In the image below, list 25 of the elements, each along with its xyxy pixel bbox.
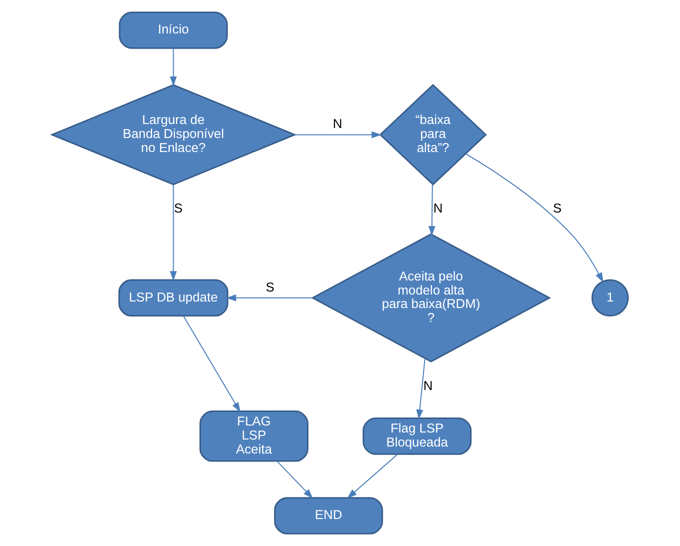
node-diamond: Largura de Banda Disponível no Enlace?: [50, 84, 297, 186]
arrow: [170, 48, 177, 86]
node-box: FLAG LSP Aceita: [199, 410, 308, 462]
edge-label: S: [266, 279, 274, 294]
node-diamond: “baixa para alta”?: [379, 84, 487, 186]
arrow: [182, 315, 240, 412]
arrow: [416, 358, 426, 420]
edge-label: N: [332, 116, 342, 132]
edge-label: N: [433, 200, 443, 216]
arrow: [428, 184, 436, 236]
arrow: [276, 460, 314, 499]
arrow: [170, 184, 177, 282]
edge-label: N: [423, 378, 433, 393]
node-box: Flag LSP Bloqueada: [362, 418, 472, 455]
node-diamond: Aceita pelo modelo alta para baixa(RDM) ?: [311, 233, 551, 362]
node-box: Início: [118, 12, 228, 49]
edge-label: S: [174, 200, 183, 216]
arrow: [347, 454, 398, 499]
arrow: [465, 153, 604, 283]
edge-label: S: [553, 200, 562, 216]
node-box: LSP DB update: [118, 279, 228, 317]
arrow: [294, 131, 382, 138]
node-box: END: [274, 497, 384, 534]
node-circle: 1: [591, 279, 629, 317]
arrow: [226, 294, 314, 302]
